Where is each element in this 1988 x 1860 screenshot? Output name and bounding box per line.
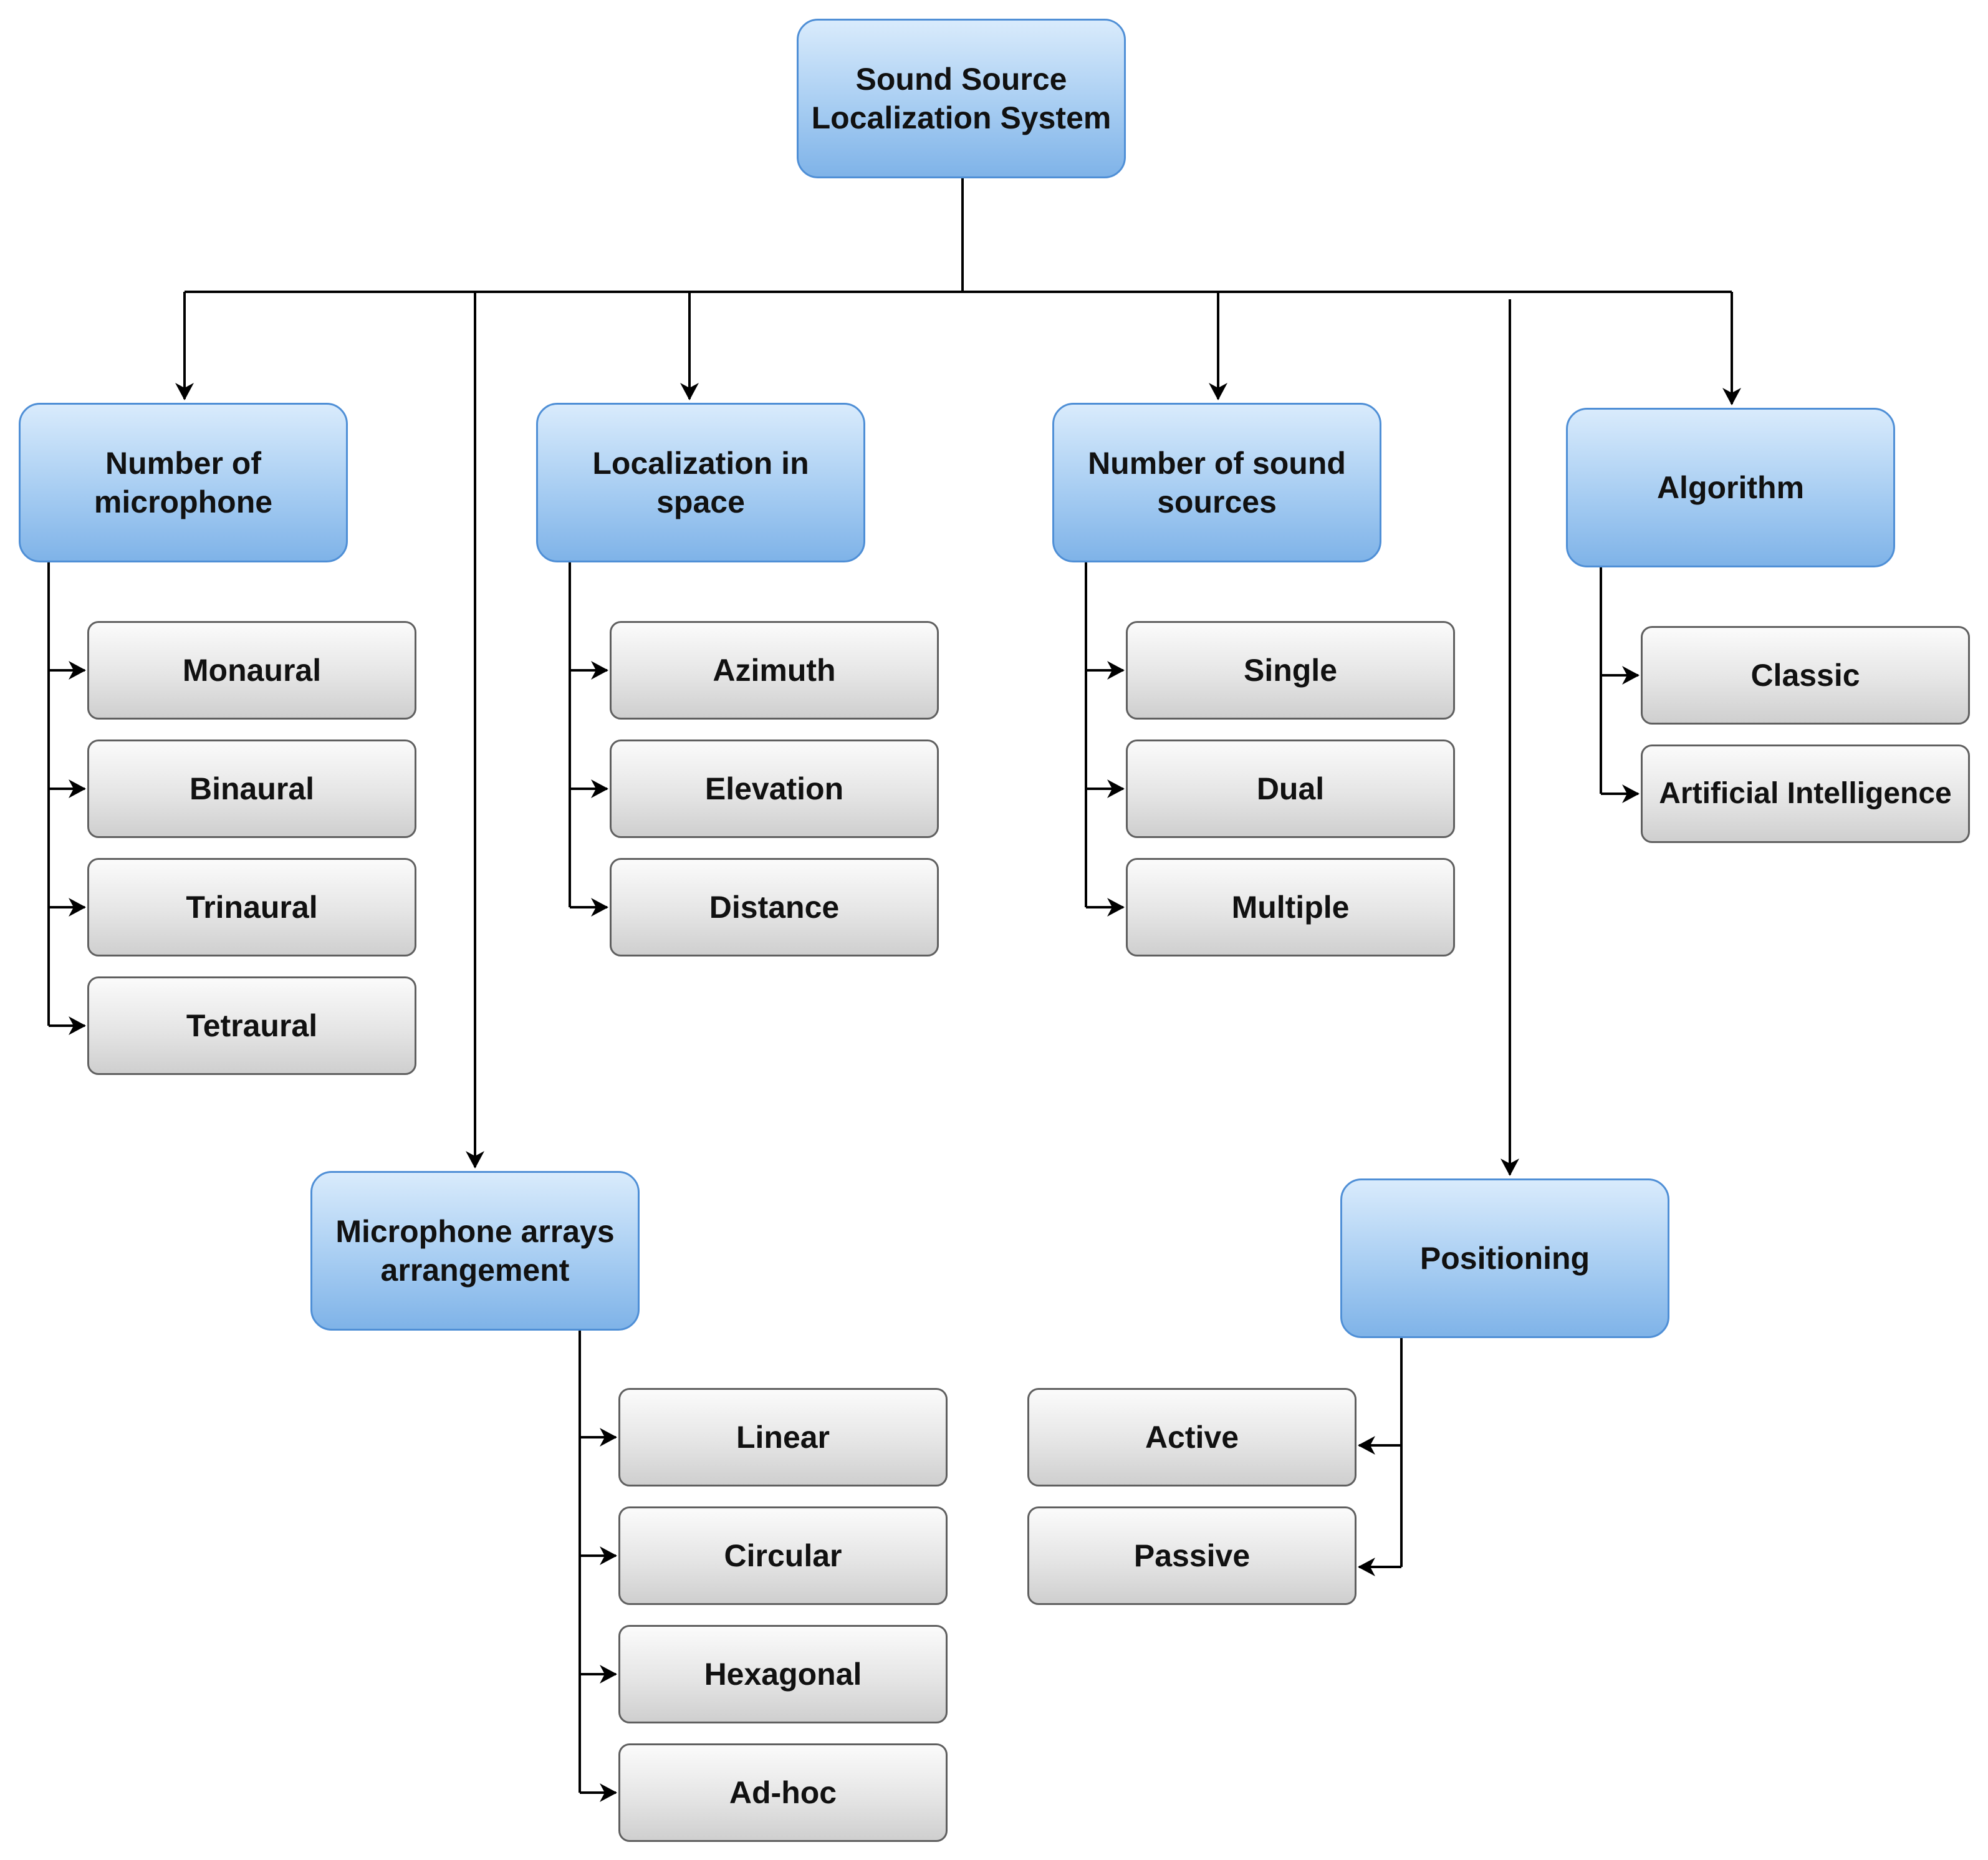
category-number-of-sound-sources: Number of sound sources — [1052, 403, 1381, 562]
category-label: Number of microphone — [94, 445, 273, 520]
item-label: Hexagonal — [704, 1656, 862, 1692]
item-active: Active — [1027, 1388, 1357, 1487]
category-label: Localization in space — [592, 445, 809, 520]
item-elevation: Elevation — [610, 740, 939, 838]
item-classic: Classic — [1641, 626, 1970, 725]
item-trinaural: Trinaural — [87, 858, 416, 957]
item-label: Circular — [724, 1538, 842, 1573]
category-localization-in-space: Localization in space — [536, 403, 865, 562]
item-label: Binaural — [189, 771, 315, 806]
item-tetraural: Tetraural — [87, 976, 416, 1075]
item-label: Distance — [709, 889, 840, 925]
category-label: Positioning — [1419, 1240, 1590, 1276]
item-label: Active — [1145, 1419, 1239, 1455]
item-label: Multiple — [1231, 889, 1350, 925]
category-label: Number of sound sources — [1088, 445, 1346, 520]
item-label: Elevation — [704, 771, 844, 806]
category-microphone-arrays-arrangement: Microphone arrays arrangement — [310, 1171, 640, 1331]
item-label: Classic — [1750, 657, 1860, 693]
item-binaural: Binaural — [87, 740, 416, 838]
item-azimuth: Azimuth — [610, 621, 939, 720]
item-monaural: Monaural — [87, 621, 416, 720]
item-label: Single — [1243, 652, 1338, 688]
item-label: Tetraural — [186, 1008, 318, 1043]
item-label: Dual — [1256, 771, 1325, 806]
item-artificial-intelligence: Artificial Intelligence — [1641, 744, 1970, 843]
item-label: Monaural — [182, 652, 322, 688]
item-multiple: Multiple — [1126, 858, 1455, 957]
item-label: Linear — [736, 1419, 830, 1455]
root-node-sound-source-localization-system: Sound Source Localization System — [797, 19, 1126, 178]
category-label: Microphone arrays arrangement — [335, 1213, 615, 1288]
category-label: Algorithm — [1656, 470, 1805, 505]
item-distance: Distance — [610, 858, 939, 957]
item-hexagonal: Hexagonal — [618, 1625, 948, 1723]
item-label: Ad-hoc — [729, 1775, 837, 1810]
category-number-of-microphone: Number of microphone — [19, 403, 348, 562]
item-dual: Dual — [1126, 740, 1455, 838]
category-positioning: Positioning — [1340, 1178, 1669, 1338]
item-label: Artificial Intelligence — [1659, 777, 1952, 810]
item-linear: Linear — [618, 1388, 948, 1487]
item-passive: Passive — [1027, 1506, 1357, 1605]
root-node-label: Sound Source Localization System — [811, 61, 1112, 136]
item-circular: Circular — [618, 1506, 948, 1605]
item-single: Single — [1126, 621, 1455, 720]
item-label: Trinaural — [186, 889, 318, 925]
item-label: Passive — [1133, 1538, 1251, 1573]
item-label: Azimuth — [713, 652, 836, 688]
category-algorithm: Algorithm — [1566, 408, 1895, 567]
item-ad-hoc: Ad-hoc — [618, 1743, 948, 1842]
